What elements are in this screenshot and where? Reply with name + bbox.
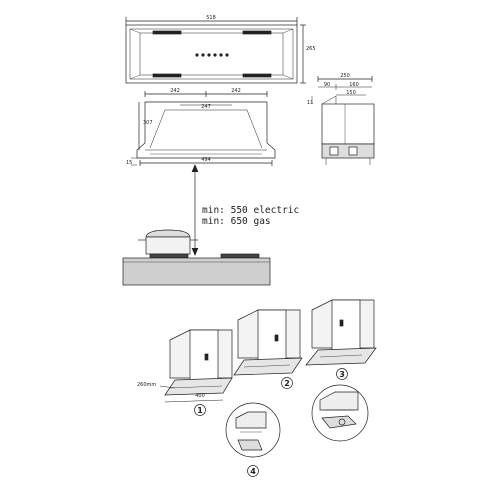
install-depth-label: 260mm [137, 382, 156, 388]
step-4-number: 4 [250, 467, 256, 476]
detail-zoom-right [311, 384, 369, 442]
detail-zoom-left: 4 [225, 402, 281, 477]
install-step-2: 2 [233, 309, 303, 389]
countertop [122, 257, 271, 286]
light-strip-icon [242, 30, 272, 35]
side-right-label: 160 [349, 82, 359, 88]
install-step-1: 260mm 400 1 [137, 329, 233, 416]
clearance-gas-text: min: 650 gas [202, 216, 271, 227]
hood-unit-3 [305, 347, 377, 366]
light-strip-icon [152, 73, 182, 78]
side-mid-label: 150 [346, 90, 356, 96]
cooktop-scene [122, 229, 271, 286]
light-strip-icon [242, 73, 272, 78]
front-height-label: 307 [143, 120, 153, 126]
step-2-badge [281, 377, 293, 389]
hood-side-body [321, 103, 375, 145]
cooking-pot-icon [145, 236, 191, 255]
hood-unit-1 [164, 377, 233, 396]
hood-front-outline [136, 101, 276, 159]
side-view: 250 90 160 150 11 [307, 73, 375, 165]
step-3-number: 3 [339, 370, 345, 379]
top-depth-label: 265 [306, 46, 316, 52]
screw-icon [338, 418, 346, 426]
top-width-label: 518 [206, 15, 216, 21]
front-right-label: 242 [231, 88, 241, 94]
step-2-number: 2 [284, 379, 290, 388]
step-3-badge [336, 368, 348, 380]
front-base-label: 15 [126, 160, 132, 166]
top-outer-frame [125, 24, 298, 84]
burner-icon [220, 253, 260, 259]
side-left-label: 90 [324, 82, 330, 88]
light-strip-icon [152, 30, 182, 35]
step-1-badge [194, 404, 206, 416]
step-1-number: 1 [197, 406, 203, 415]
side-top-label: 250 [340, 73, 350, 79]
install-step-3: 3 [305, 299, 377, 380]
install-width-label: 400 [195, 393, 205, 399]
control-panel-buttons-icon [195, 53, 229, 57]
clearance-guide: min: 550 electric min: 650 gas [191, 164, 299, 256]
top-view: 518 265 [125, 15, 316, 84]
side-height-label: 11 [307, 100, 313, 106]
step-4-badge [247, 465, 259, 477]
front-inner-label: 247 [201, 104, 211, 110]
hood-unit-2 [233, 357, 303, 376]
front-view: 242 242 247 307 494 15 [126, 88, 276, 166]
clearance-electric-text: min: 550 electric [202, 205, 299, 216]
front-left-label: 242 [170, 88, 180, 94]
front-bottom-label: 494 [201, 157, 211, 163]
